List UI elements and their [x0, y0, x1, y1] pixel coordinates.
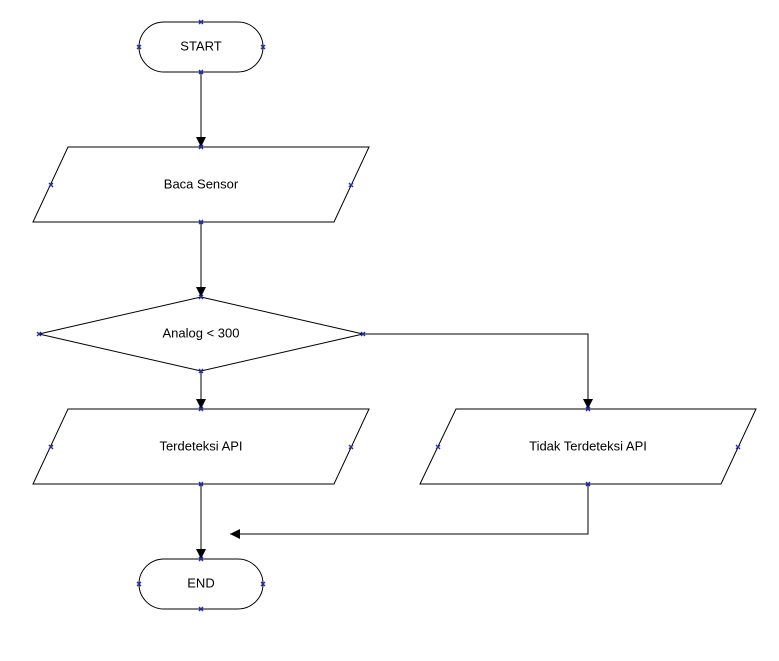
detected-label: Terdeteksi API	[159, 438, 242, 453]
connector-decision-to-not-detected	[363, 333, 593, 409]
connection-point-handle[interactable]	[48, 444, 54, 450]
connection-point-handle[interactable]	[735, 444, 741, 450]
connection-point-handle[interactable]	[198, 294, 204, 300]
connection-point-handle[interactable]	[136, 44, 142, 50]
connection-point-handle[interactable]	[198, 219, 204, 225]
decision-diamond[interactable]: Analog < 300	[38, 296, 364, 372]
read-sensor-label: Baca Sensor	[164, 176, 239, 191]
connection-point-handle[interactable]	[198, 69, 204, 75]
connection-point-handle[interactable]	[198, 368, 204, 374]
connection-point-handle[interactable]	[348, 444, 354, 450]
decision-label: Analog < 300	[163, 325, 240, 340]
connection-point-handle[interactable]	[48, 182, 54, 188]
not-detected-label: Tidak Terdeteksi API	[529, 438, 647, 453]
connectors	[196, 72, 593, 559]
connection-point-handle[interactable]	[198, 144, 204, 150]
end-label: END	[187, 575, 214, 590]
connection-point-handle[interactable]	[435, 444, 441, 450]
not-detected-io[interactable]: Tidak Terdeteksi API	[419, 408, 757, 485]
connection-point-handle[interactable]	[260, 581, 266, 587]
read-sensor-io[interactable]: Baca Sensor	[32, 146, 370, 223]
selection-handles	[36, 19, 741, 612]
connector-not-detected-to-merge	[230, 484, 589, 539]
connection-point-handle[interactable]	[260, 44, 266, 50]
connection-point-handle[interactable]	[36, 331, 42, 337]
not-detected-shape	[419, 408, 757, 485]
connection-point-handle[interactable]	[348, 182, 354, 188]
connection-point-handle[interactable]	[198, 556, 204, 562]
connection-point-handle[interactable]	[360, 331, 366, 337]
connection-point-handle[interactable]	[585, 481, 591, 487]
connection-point-handle[interactable]	[136, 581, 142, 587]
end-terminator[interactable]: END	[138, 558, 264, 610]
connection-point-handle[interactable]	[198, 19, 204, 25]
connection-point-handle[interactable]	[198, 481, 204, 487]
start-terminator[interactable]: START	[138, 21, 264, 73]
connection-point-handle[interactable]	[198, 406, 204, 412]
connection-point-handle[interactable]	[585, 406, 591, 412]
read-sensor-shape	[32, 146, 370, 223]
start-label: START	[180, 38, 221, 53]
detected-io[interactable]: Terdeteksi API	[32, 408, 370, 485]
connection-point-handle[interactable]	[198, 606, 204, 612]
detected-shape	[32, 408, 370, 485]
